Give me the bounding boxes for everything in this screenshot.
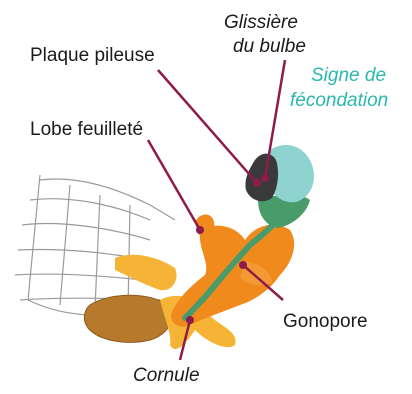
label-gonopore: Gonopore — [283, 311, 368, 333]
dot-cornule — [186, 316, 194, 324]
yellow-part-upper — [115, 255, 177, 290]
label-plaque-pileuse: Plaque pileuse — [30, 45, 155, 67]
label-signe-line2: fécondation — [290, 90, 388, 112]
dot-glissiere — [261, 174, 269, 182]
label-glissiere-line1: Glissière — [224, 12, 298, 34]
leader-plaque — [158, 70, 257, 183]
leader-lobe — [148, 140, 200, 230]
label-lobe-feuillete: Lobe feuilleté — [30, 119, 143, 141]
label-glissiere-line2: du bulbe — [233, 36, 306, 58]
dot-lobe — [196, 226, 204, 234]
brown-lobe — [84, 295, 172, 342]
label-signe-line1: Signe de — [311, 65, 386, 87]
dot-gonopore — [239, 261, 247, 269]
label-cornule: Cornule — [133, 365, 200, 387]
dot-plaque — [253, 179, 261, 187]
hair-plate-sketch — [15, 175, 175, 315]
